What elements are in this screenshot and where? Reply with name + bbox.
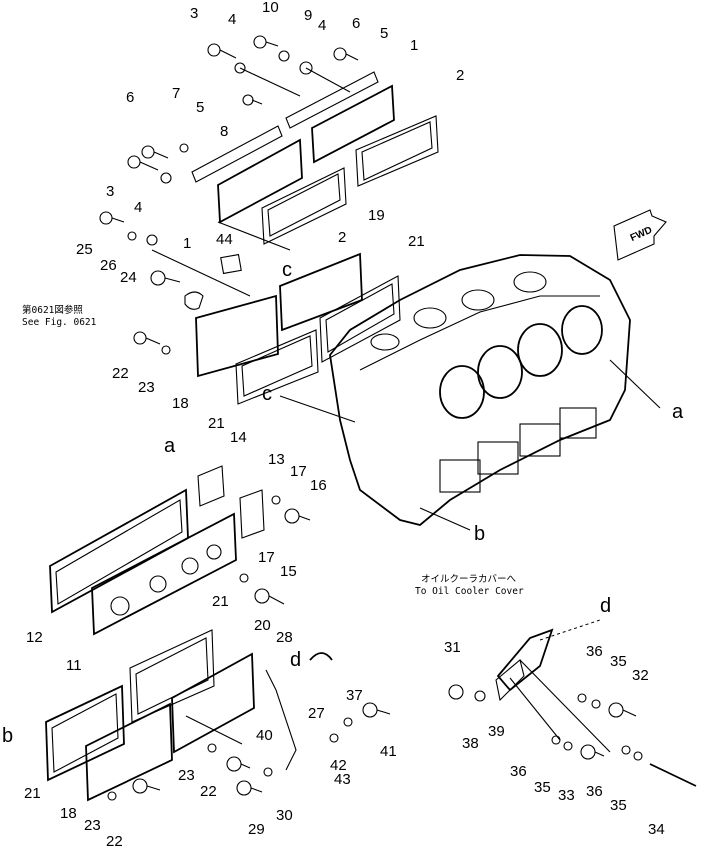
part-label-3: 3 [190,5,198,22]
cover-plate-11 [91,512,237,636]
part-label-41: 41 [380,743,397,760]
part-label-13: 13 [268,451,285,468]
part-label-22-2: 22 [200,783,217,800]
part-label-4-2: 4 [318,17,326,34]
part-label-22: 22 [112,365,129,382]
part-label-35-2: 35 [534,779,551,796]
part-label-17-2: 17 [258,549,275,566]
part-label-5-2: 5 [196,99,204,116]
part-label-34: 34 [648,821,665,838]
note-oil-cooler-jp: オイルクーラカバーへ [421,574,517,585]
part-label-44: 44 [216,231,233,248]
reference-letter-a-2: a [672,401,684,423]
part-label-40: 40 [256,727,273,744]
part-label-2: 2 [456,67,464,84]
engine-block [279,254,661,531]
reference-letter-layer: a a b b c c d d [2,259,684,747]
part-label-36-2: 36 [510,763,527,780]
part-label-8: 8 [220,123,228,140]
cover-plate-upper-left [217,138,303,224]
bracket-assembly [448,619,697,787]
part-label-31: 31 [444,639,461,656]
part-label-11: 11 [66,657,82,674]
part-label-12: 12 [26,629,43,646]
part-label-35: 35 [610,653,627,670]
part-label-6: 6 [352,15,360,32]
upper-cover-assembly [99,35,439,286]
part-label-21-3: 21 [212,593,229,610]
part-label-2-2: 2 [338,229,346,246]
cover-plate-18 [195,294,279,378]
cover-plate-12 [49,488,189,614]
part-label-36-3: 36 [586,783,603,800]
part-label-5: 5 [380,25,388,42]
note-see-fig-en: See Fig. 0621 [22,317,97,328]
part-label-30: 30 [276,807,293,824]
cover-plate-19 [279,252,363,332]
part-label-22-3: 22 [106,833,123,849]
part-label-18: 18 [172,395,189,412]
svg-text:FWD: FWD [629,225,654,244]
part-label-7: 7 [172,85,180,102]
part-label-21-2: 21 [208,415,225,432]
part-label-37: 37 [346,687,363,704]
part-label-6-2: 6 [126,89,134,106]
part-label-29: 29 [248,821,265,838]
part-label-18-2: 18 [60,805,77,822]
lower-left-cover-assembly [49,465,311,636]
part-label-10: 10 [262,0,279,16]
part-label-20: 20 [254,617,271,634]
part-label-1-2: 1 [183,235,191,252]
reference-letter-c: c [282,259,292,281]
part-label-23-3: 23 [84,817,101,834]
note-see-fig-jp: 第0621図参照 [22,304,83,316]
cover-plate-upper-right [311,84,395,164]
note-oil-cooler-en: To Oil Cooler Cover [415,586,524,597]
part-label-14: 14 [230,429,247,446]
cover-plate-18-bottom [85,702,173,802]
part-label-33: 33 [558,787,575,804]
part-label-23-2: 23 [178,767,195,784]
part-label-3-2: 3 [106,183,114,200]
reference-letter-a: a [164,435,176,457]
bottom-cover-assembly [45,629,391,802]
part-label-42: 42 [330,757,347,774]
part-label-35-3: 35 [610,797,627,814]
part-label-39: 39 [488,723,505,740]
reference-letter-d-2: d [600,595,611,617]
part-label-21: 21 [408,233,425,250]
part-label-28: 28 [276,629,293,646]
part-label-23: 23 [138,379,155,396]
middle-cover-assembly [133,249,401,405]
part-label-24: 24 [120,269,137,286]
part-label-4: 4 [228,11,236,28]
part-label-1: 1 [410,37,418,54]
part-label-21-4: 21 [24,785,41,802]
part-label-4-3: 4 [134,199,142,216]
fwd-arrow-icon: FWD [613,209,667,261]
reference-letter-b: b [474,523,485,545]
part-label-32: 32 [632,667,649,684]
part-label-9: 9 [304,7,312,24]
reference-letter-d: d [290,649,301,671]
part-label-27: 27 [308,705,325,722]
part-label-17: 17 [290,463,307,480]
reference-letter-b-2: b [2,725,13,747]
part-label-26: 26 [100,257,117,274]
part-label-16: 16 [310,477,327,494]
part-label-43: 43 [334,771,351,788]
part-label-38: 38 [462,735,479,752]
cover-plate-21-left [45,684,125,782]
cover-plate-20 [171,652,255,754]
part-label-25: 25 [76,241,93,258]
reference-letter-c-2: c [262,383,272,405]
part-label-36: 36 [586,643,603,660]
part-label-19: 19 [368,207,385,224]
part-label-15: 15 [280,563,297,580]
